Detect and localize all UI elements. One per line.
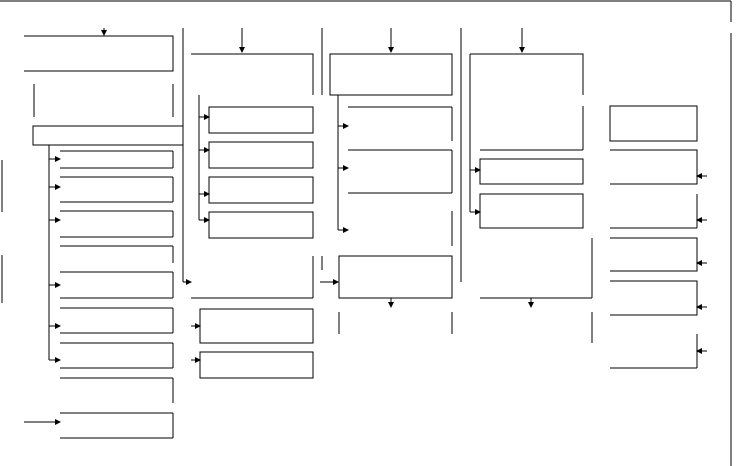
arrowhead-down-icon bbox=[388, 47, 394, 53]
arrowhead-down-icon bbox=[101, 30, 107, 36]
column-2 bbox=[182, 28, 314, 379]
arrowhead-left-icon bbox=[696, 260, 702, 266]
box-7 bbox=[199, 351, 314, 379]
arrowhead-right-icon bbox=[55, 419, 61, 425]
box-top bbox=[329, 53, 453, 96]
arrowhead-right-icon bbox=[55, 357, 61, 363]
arrowhead-right-icon bbox=[204, 217, 210, 223]
box-top bbox=[24, 35, 174, 72]
column-5 bbox=[609, 105, 707, 369]
arrowhead-right-icon bbox=[475, 167, 481, 173]
arrowhead-left-icon bbox=[696, 217, 702, 223]
arrowhead-right-icon bbox=[55, 323, 61, 329]
wide-box bbox=[32, 125, 183, 146]
arrowhead-right-icon bbox=[55, 282, 61, 288]
box-5 bbox=[610, 280, 698, 316]
box-1 bbox=[479, 158, 584, 185]
box-1 bbox=[208, 106, 314, 134]
arrowhead-right-icon bbox=[55, 156, 61, 162]
arrowhead-right-icon bbox=[195, 323, 201, 329]
box-6 bbox=[199, 308, 314, 344]
box-1 bbox=[609, 105, 698, 142]
arrowhead-right-icon bbox=[204, 147, 210, 153]
box-4 bbox=[610, 237, 698, 272]
arrowhead-right-icon bbox=[343, 227, 349, 233]
box-4 bbox=[208, 211, 314, 239]
box-4 bbox=[338, 255, 453, 299]
arrowhead-right-icon bbox=[475, 209, 481, 215]
arrowhead-right-icon bbox=[55, 184, 61, 190]
arrowhead-down-icon bbox=[388, 302, 394, 308]
arrowhead-right-icon bbox=[204, 191, 210, 197]
box-top bbox=[470, 53, 584, 95]
arrowhead-right-icon bbox=[204, 114, 210, 120]
box-2 bbox=[479, 193, 584, 229]
box-3 bbox=[208, 176, 314, 204]
box-2 bbox=[610, 149, 698, 185]
arrowhead-down-icon bbox=[519, 47, 525, 53]
column-1 bbox=[24, 28, 183, 439]
arrowhead-down-icon bbox=[239, 47, 245, 53]
column-4 bbox=[460, 28, 593, 343]
box-2 bbox=[208, 141, 314, 169]
arrowhead-right-icon bbox=[333, 279, 339, 285]
arrowhead-down-icon bbox=[528, 302, 534, 308]
arrowhead-left-icon bbox=[696, 173, 702, 179]
arrowhead-right-icon bbox=[55, 217, 61, 223]
column-3 bbox=[320, 28, 453, 334]
arrowhead-left-icon bbox=[696, 304, 702, 310]
arrowhead-right-icon bbox=[343, 123, 349, 129]
arrowhead-right-icon bbox=[186, 279, 192, 285]
arrowhead-right-icon bbox=[195, 357, 201, 363]
box-top bbox=[191, 53, 314, 95]
arrowhead-right-icon bbox=[343, 165, 349, 171]
arrowhead-left-icon bbox=[696, 348, 702, 354]
